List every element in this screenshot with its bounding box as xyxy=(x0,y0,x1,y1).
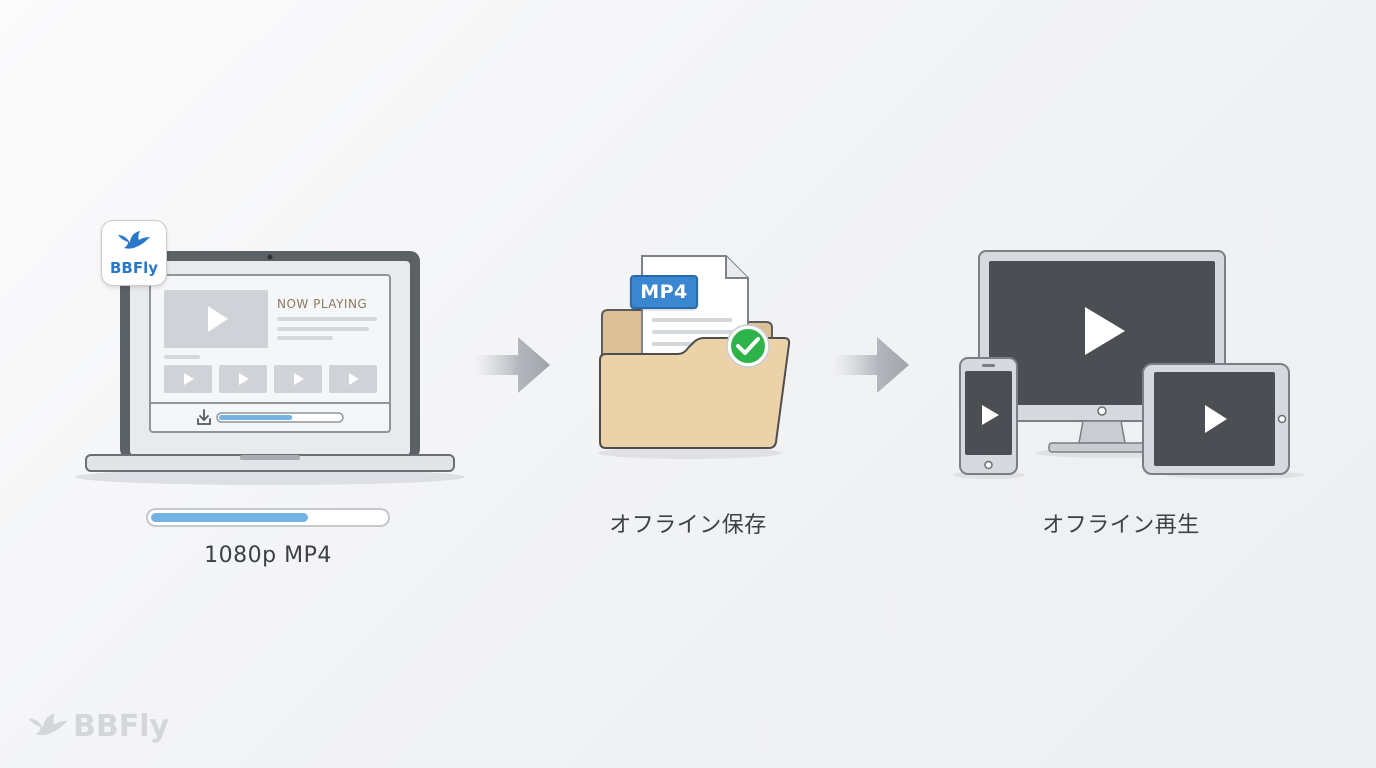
phone xyxy=(959,357,1018,475)
watermark: BBFly xyxy=(26,707,176,751)
save-caption: オフライン保存 xyxy=(609,513,767,538)
arrow-right-icon xyxy=(474,335,552,395)
source-caption: 1080p MP4 xyxy=(204,543,332,568)
now-playing-label: NOW PLAYING xyxy=(277,297,368,311)
play-icon xyxy=(1205,405,1227,433)
app-badge-label: BBFly xyxy=(109,259,159,277)
folder-illustration: MP4 xyxy=(590,250,800,465)
download-icon xyxy=(197,409,211,425)
arrow-right-icon xyxy=(833,335,911,395)
download-progress-bar xyxy=(146,508,390,527)
tablet xyxy=(1142,363,1290,475)
bird-logo-icon xyxy=(28,713,68,736)
devices-illustration xyxy=(945,245,1305,485)
checkmark-icon xyxy=(726,324,770,368)
playback-caption: オフライン再生 xyxy=(1042,513,1200,538)
play-icon xyxy=(982,405,999,425)
watermark-label: BBFly xyxy=(73,709,170,744)
download-progress-fill xyxy=(151,513,308,522)
play-icon xyxy=(208,306,228,332)
play-icon xyxy=(1085,307,1125,355)
app-badge: BBFly xyxy=(101,220,167,286)
bird-logo-icon xyxy=(118,231,150,249)
mp4-file-tag-label: MP4 xyxy=(640,281,688,303)
laptop-illustration: NOW PLAYING xyxy=(70,215,470,495)
mp4-file-tag: MP4 xyxy=(630,275,698,309)
